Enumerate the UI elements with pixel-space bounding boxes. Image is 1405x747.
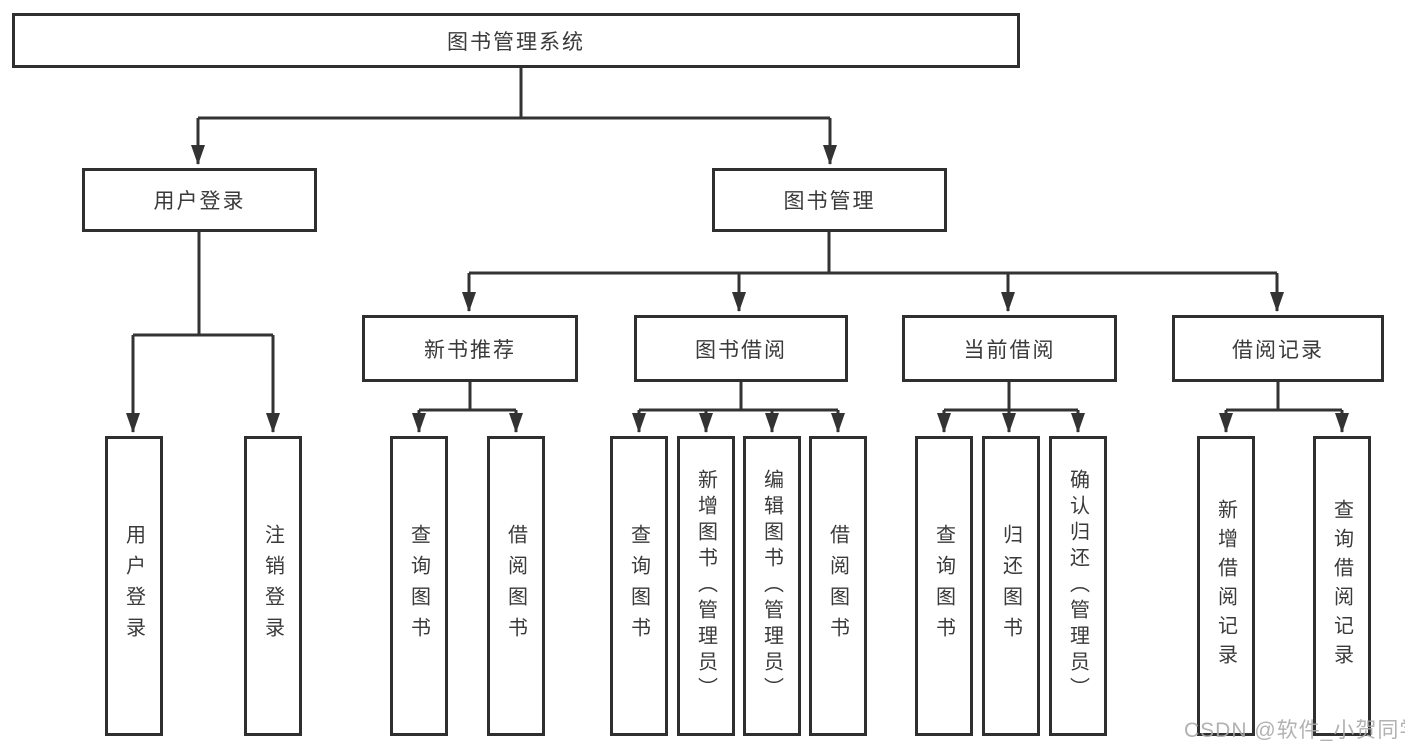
leaf-return-books: 归还图书 bbox=[982, 436, 1040, 736]
node-user-login: 用户登录 bbox=[82, 168, 317, 232]
watermark-text: CSDN @软件_小贺同学 bbox=[1184, 719, 1405, 742]
leaf-add-borrow-record: 新增借阅记录 bbox=[1197, 436, 1255, 736]
leaf-user-login: 用户登录 bbox=[105, 436, 163, 736]
leaf-borrow-books: 借阅图书 bbox=[809, 436, 867, 736]
leaf-query-books-borrow: 查询图书 bbox=[610, 436, 668, 736]
leaf-confirm-return-admin: 确认归还（管理员） bbox=[1049, 436, 1107, 736]
node-current-borrow: 当前借阅 bbox=[902, 315, 1117, 382]
node-new-book-recommend: 新书推荐 bbox=[362, 315, 578, 382]
node-root: 图书管理系统 bbox=[12, 13, 1020, 68]
leaf-borrow-books-recommend: 借阅图书 bbox=[487, 436, 545, 736]
node-borrow-records: 借阅记录 bbox=[1172, 315, 1384, 382]
leaf-query-books-current: 查询图书 bbox=[915, 436, 973, 736]
node-book-borrow: 图书借阅 bbox=[634, 315, 848, 382]
leaf-query-books-recommend: 查询图书 bbox=[390, 436, 448, 736]
node-book-management: 图书管理 bbox=[712, 168, 947, 232]
leaf-query-borrow-record: 查询借阅记录 bbox=[1313, 436, 1371, 736]
leaf-logout: 注销登录 bbox=[244, 436, 302, 736]
leaf-edit-books-admin: 编辑图书（管理员） bbox=[743, 436, 801, 736]
leaf-add-books-admin: 新增图书（管理员） bbox=[677, 436, 735, 736]
